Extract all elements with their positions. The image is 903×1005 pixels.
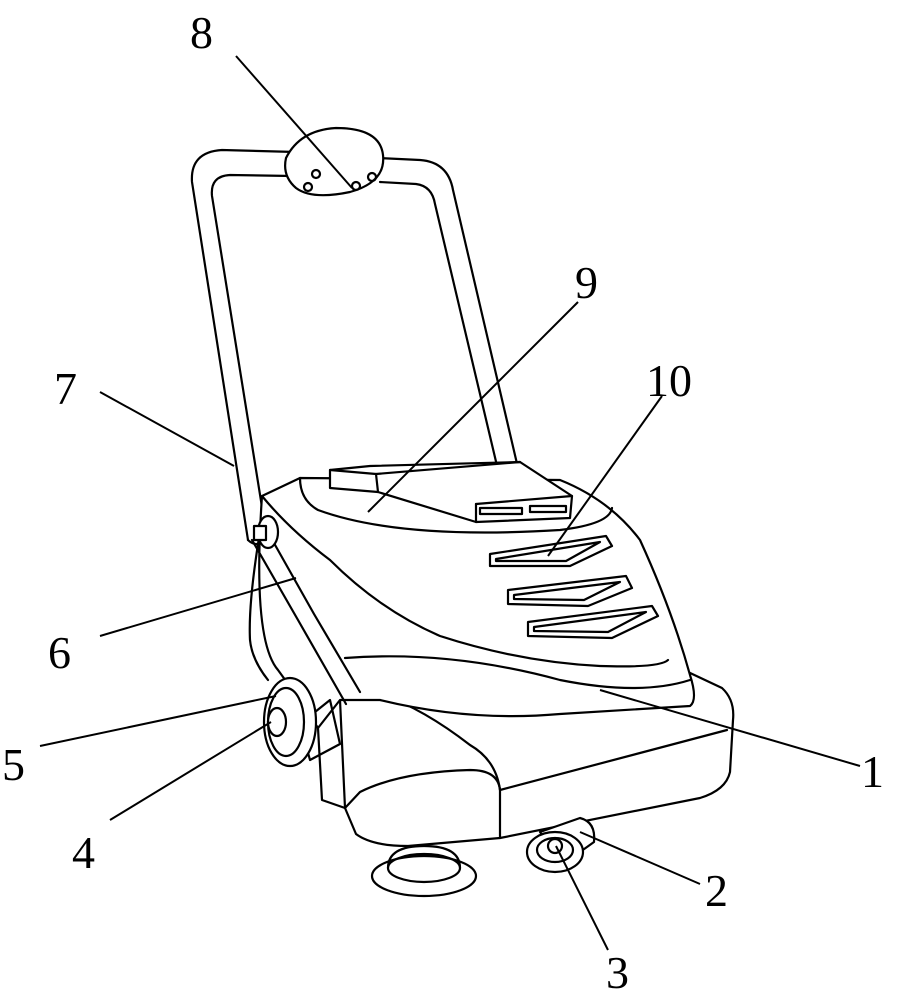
machine-body (248, 476, 735, 848)
label-9: 9 (575, 257, 598, 308)
label-3: 3 (606, 947, 629, 998)
push-handle (190, 148, 520, 546)
label-6: 6 (48, 627, 71, 678)
control-panel (284, 126, 385, 197)
air-vents (488, 534, 660, 640)
label-7: 7 (54, 363, 77, 414)
rear-wheel (262, 676, 318, 768)
leader-lines (39, 55, 861, 951)
pivot-knob (252, 514, 280, 550)
top-cover (328, 460, 574, 524)
label-8: 8 (190, 7, 213, 58)
label-4: 4 (72, 827, 95, 878)
front-caster (525, 816, 596, 874)
label-1: 1 (861, 746, 884, 797)
label-10: 10 (646, 355, 692, 406)
label-2: 2 (705, 865, 728, 916)
rear-wheel-hub (266, 706, 288, 738)
brush-disc (370, 844, 478, 898)
label-5: 5 (2, 739, 25, 790)
reference-numerals: 1 2 3 4 5 6 7 8 9 10 (2, 7, 884, 998)
